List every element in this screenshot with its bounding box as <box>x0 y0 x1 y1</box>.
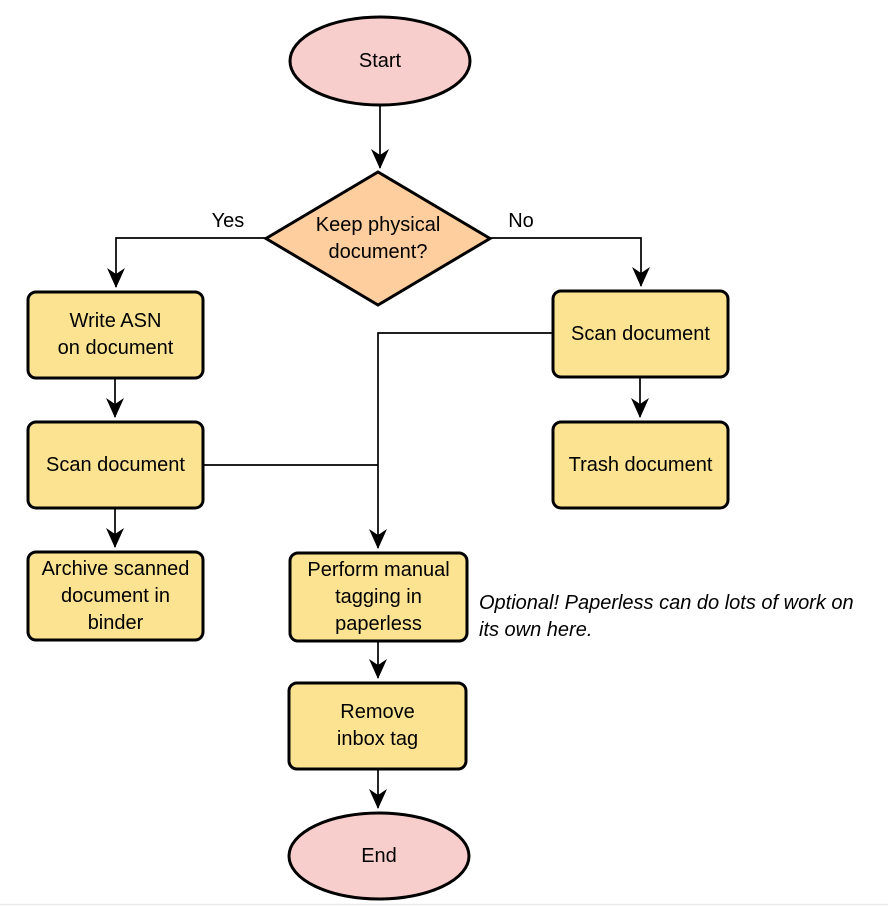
scan-right-box <box>551 289 730 379</box>
trash-box <box>551 420 730 510</box>
scan-left-box <box>26 420 205 510</box>
edge-decision-yes-to-write-asn <box>107 237 266 288</box>
edge-scan-right-to-tagging <box>369 332 553 549</box>
edge-decision-no-to-scan-right <box>490 237 650 287</box>
remove-inbox-box <box>287 681 468 771</box>
decision-diamond <box>263 170 493 307</box>
archive-box <box>26 550 205 642</box>
start-ellipse <box>288 15 472 107</box>
end-ellipse <box>287 811 471 901</box>
write-asn-box <box>26 290 205 380</box>
tagging-box <box>288 551 469 643</box>
